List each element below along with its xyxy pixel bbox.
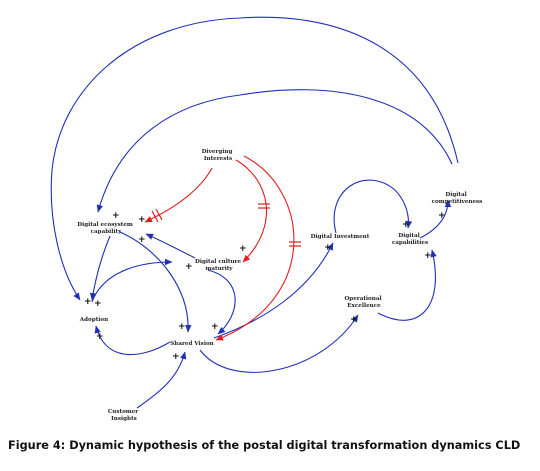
polarity-plus: +: [402, 220, 410, 230]
node-adoption: Adoption: [79, 317, 108, 323]
polarity-plus: +: [211, 322, 219, 332]
link-culture-to-ecosystem: [145, 233, 196, 259]
polarity-plus: +: [424, 251, 432, 261]
polarity-plus: +: [138, 215, 146, 225]
polarity-plus: +: [350, 315, 358, 325]
link-competitiveness-to-ecosystem: [96, 89, 453, 213]
node-digital-capabilities: Digital capabilities: [392, 233, 428, 246]
nodes: Diverging Interests Digital competitiven…: [77, 149, 482, 422]
node-digital-competitiveness: Digital competitiveness: [432, 192, 483, 205]
polarity-plus: +: [84, 297, 92, 307]
node-customer-insights: Customer Insights: [108, 409, 140, 422]
link-operational-excellence-to-capabilities: [377, 249, 437, 321]
node-diverging-interests: Diverging Interests: [202, 149, 235, 162]
link-ecosystem-to-shared-vision: [119, 231, 192, 333]
node-shared-vision: Shared Vision: [170, 341, 214, 347]
node-digital-culture-maturity: Digital culture maturity: [195, 259, 243, 272]
link-competitiveness-to-adoption: [50, 16, 459, 301]
polarity-plus: +: [239, 244, 247, 254]
node-digital-investment: Digital Investment: [311, 234, 370, 240]
link-shared-vision-to-operational-excellence: [199, 314, 359, 373]
polarity-plus: +: [438, 211, 446, 221]
link-adoption-to-culture: [91, 258, 173, 303]
link-capabilities-to-competitiveness: [419, 199, 452, 239]
link-shared-vision-to-adoption: [94, 325, 171, 356]
figure-caption: Figure 4: Dynamic hypothesis of the post…: [8, 439, 521, 452]
polarity-plus: +: [138, 235, 146, 245]
polarity-plus: +: [172, 352, 180, 362]
polarity-plus: +: [96, 332, 104, 342]
delay-mark: [155, 208, 163, 221]
polarity-plus: +: [185, 262, 193, 272]
link-diverging-to-culture: [235, 159, 267, 263]
link-culture-to-shared-vision: [207, 269, 236, 335]
node-digital-ecosystem-capability: Digital ecosystem capability: [77, 222, 135, 235]
polarity-signs: + + + + + + + + + + + + + + + +: [84, 211, 446, 362]
delay-marks: [151, 203, 301, 247]
polarity-plus: +: [178, 322, 186, 332]
link-shared-vision-to-digital-investment: [213, 242, 334, 339]
polarity-plus: +: [94, 299, 102, 309]
positive-links: [50, 16, 459, 409]
polarity-plus: +: [112, 211, 120, 221]
link-customer-insights-to-shared-vision: [136, 351, 187, 409]
link-diverging-to-ecosystem: [144, 167, 213, 223]
delay-mark: [151, 210, 159, 223]
conflict-links: [144, 155, 295, 341]
link-ecosystem-to-adoption: [89, 235, 111, 301]
link-investment-to-capabilities: [333, 179, 413, 234]
node-operational-excellence: Operational Excellence: [344, 296, 383, 309]
polarity-plus: +: [324, 243, 332, 253]
